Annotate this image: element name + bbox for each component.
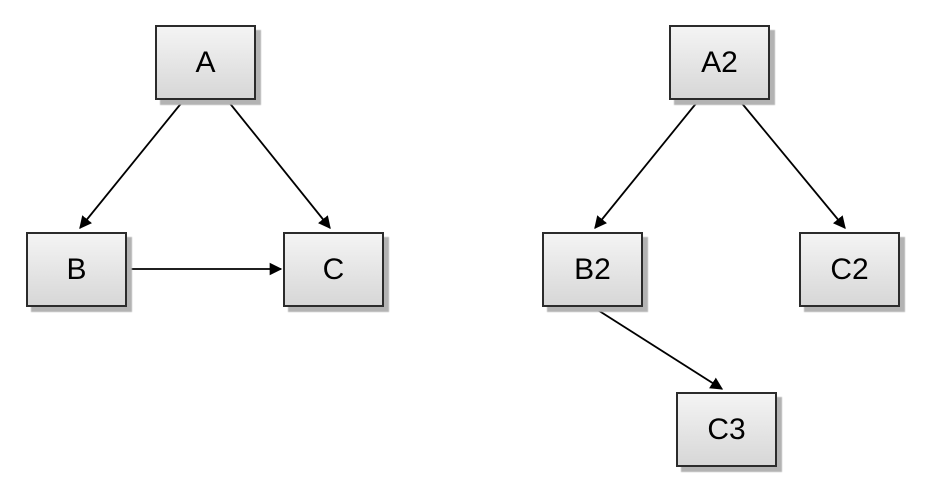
- node-c-label: C: [322, 252, 345, 286]
- edge-a2-b2[interactable]: [594, 100, 699, 229]
- edge-a-b[interactable]: [79, 100, 184, 229]
- node-b2-label: B2: [574, 252, 611, 286]
- node-c3-label: C3: [707, 412, 746, 446]
- node-a-label: A: [195, 45, 216, 79]
- node-c[interactable]: C: [283, 232, 384, 307]
- edge-a-c[interactable]: [227, 100, 331, 229]
- node-c2[interactable]: C2: [799, 232, 900, 307]
- node-b-label: B: [66, 252, 87, 286]
- edge-a2-c2[interactable]: [739, 100, 846, 229]
- node-c3[interactable]: C3: [676, 392, 777, 467]
- node-a[interactable]: A: [155, 25, 256, 100]
- node-c2-label: C2: [830, 252, 869, 286]
- edge-b2-c3[interactable]: [592, 306, 724, 390]
- node-b2[interactable]: B2: [542, 232, 643, 307]
- node-b[interactable]: B: [26, 232, 127, 307]
- node-a2-label: A2: [701, 45, 738, 79]
- node-a2[interactable]: A2: [669, 25, 770, 100]
